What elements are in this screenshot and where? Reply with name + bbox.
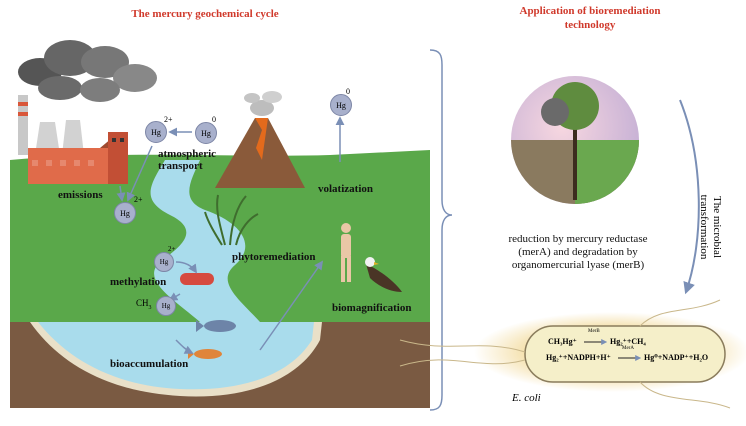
hg-charge: 2+ — [168, 245, 176, 253]
label-biomagnification: biomagnification — [332, 302, 412, 314]
reduction-description: reduction by mercury reductase (merA) an… — [508, 233, 648, 271]
hg-bubble-emission: Hg — [114, 202, 136, 224]
hg-charge: 0 — [212, 115, 216, 124]
hg-charge: 0 — [346, 87, 350, 96]
hg-bubble-top-left: Hg — [145, 121, 167, 143]
hg-symbol: Hg — [159, 258, 169, 266]
hg-symbol: Hg — [336, 100, 346, 110]
methyl-prefix: CH3 — [136, 298, 152, 311]
hg-charge: 2+ — [164, 115, 173, 124]
soil-layer — [10, 322, 430, 408]
label-methylation: methylation — [110, 276, 167, 288]
hg-symbol: Hg — [120, 208, 130, 218]
equation-1-right: Hg₂⁺+CH₄ — [610, 337, 646, 346]
label-volatization: volatization — [318, 183, 373, 195]
equation-2-enzyme: MerA — [622, 346, 634, 351]
factory — [18, 95, 128, 184]
label-atmospheric-transport: atmospheric transport — [158, 148, 217, 172]
factory-smoke — [18, 40, 157, 102]
hg-bubble-volcano: Hg — [330, 94, 352, 116]
equation-2-left: Hg₂⁺+NADPH+H⁺ — [546, 353, 611, 362]
panel-brace — [429, 49, 453, 411]
hg-symbol: Hg — [151, 127, 161, 137]
equation-2-right: Hg⁰+NADP⁺+H₂O — [644, 353, 709, 362]
equation-1-enzyme: MerB — [588, 329, 600, 334]
human-figure — [341, 223, 351, 282]
ecosystem-circle — [511, 76, 639, 204]
reeds — [204, 194, 259, 246]
river — [150, 160, 260, 322]
hg-bubble-methyl: Hg — [154, 252, 174, 272]
hg-bubble-methylated: Hg — [156, 296, 176, 316]
ecoli-cell — [399, 299, 746, 409]
volcano — [215, 91, 305, 188]
eagle — [365, 257, 402, 292]
left-title: The mercury geochemical cycle — [131, 8, 279, 20]
cycle-arrows — [116, 116, 345, 354]
label-bioaccumulation: bioaccumulation — [110, 358, 189, 370]
right-title: Application of bioremediation technology — [519, 5, 661, 31]
equation-1-left: CH₃Hg⁺ — [548, 337, 577, 346]
hg-symbol: Hg — [201, 128, 211, 138]
methylation-capsule — [180, 273, 214, 285]
hg-charge: 2+ — [134, 195, 143, 204]
ecoli-label: E. coli — [512, 392, 541, 404]
label-microbial-transformation: The microbial transformation — [698, 194, 723, 260]
microbial-arrow — [679, 99, 700, 295]
hg-symbol: Hg — [161, 302, 171, 310]
hg-bubble-top-right: Hg — [195, 122, 217, 144]
equation-arrows — [584, 339, 642, 361]
label-emissions: emissions — [58, 189, 103, 201]
label-phytoremediation: phytoremediation — [232, 251, 316, 263]
fish-large — [196, 320, 236, 332]
